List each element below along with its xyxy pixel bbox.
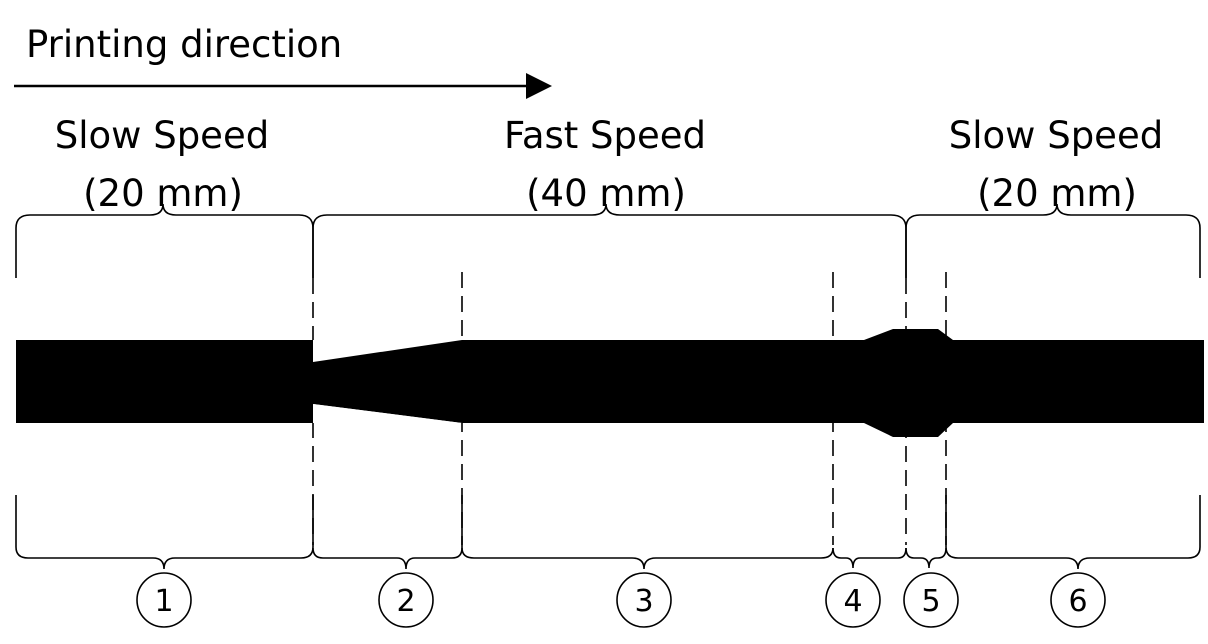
segment-1-brace xyxy=(15,495,314,570)
segment-1-marker: 1 xyxy=(136,572,192,628)
taper-gap-bottom xyxy=(313,404,462,423)
zone-1-speed-label: Slow Speed xyxy=(55,114,269,157)
taper-gap-top xyxy=(313,340,462,362)
segment-3-marker: 3 xyxy=(616,572,672,628)
segment-6-brace xyxy=(945,495,1201,570)
zone-3-speed-label: Slow Speed xyxy=(949,114,1163,157)
segment-4-marker: 4 xyxy=(825,572,881,628)
zone-3-brace xyxy=(905,203,1201,278)
segment-6-number: 6 xyxy=(1068,584,1087,619)
segment-5-number: 5 xyxy=(921,584,940,619)
segment-3-number: 3 xyxy=(634,584,653,619)
segment-5-brace xyxy=(905,547,947,569)
segment-3-brace xyxy=(461,495,834,570)
printing-direction-label: Printing direction xyxy=(26,23,342,66)
segment-1-number: 1 xyxy=(154,584,173,619)
segment-4-brace xyxy=(832,547,907,569)
zone-2-brace xyxy=(312,203,907,278)
zone-2-speed-label: Fast Speed xyxy=(504,114,706,157)
printing-direction-arrow xyxy=(14,73,552,99)
zone-1-brace xyxy=(15,203,314,278)
segment-2-brace xyxy=(312,547,463,570)
segment-5-marker: 5 xyxy=(903,572,959,628)
printed-line-profile xyxy=(16,329,1204,437)
segment-2-marker: 2 xyxy=(378,572,434,628)
segment-4-number: 4 xyxy=(843,584,862,619)
segment-2-number: 2 xyxy=(396,584,415,619)
segment-6-marker: 6 xyxy=(1050,572,1106,628)
